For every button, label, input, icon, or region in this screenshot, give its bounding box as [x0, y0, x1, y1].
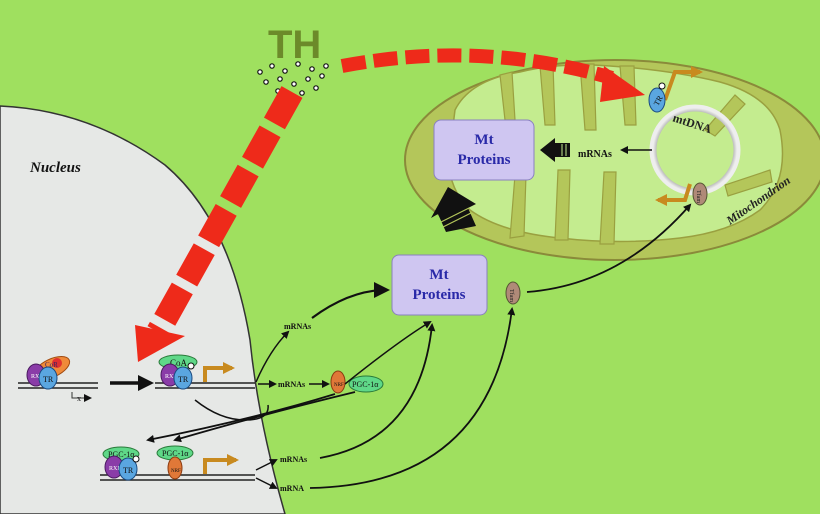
x-mark: x [77, 394, 81, 403]
pgc-cytosol: PGC-1α [348, 375, 384, 393]
nucleus-label: Nucleus [29, 160, 81, 176]
mt-proteins-box-middle: Mt Proteins [391, 254, 488, 316]
svg-text:NRF: NRF [171, 469, 181, 474]
red-arrow-th-to-nucleus [147, 86, 303, 338]
svg-text:RXR: RXR [109, 466, 121, 472]
mrnas-mito-label: mRNAs [578, 149, 612, 160]
mrnas-upper-label: mRNAs [284, 322, 311, 331]
svg-text:CoR: CoR [45, 361, 58, 369]
mrnas-row1-label: mRNAs [278, 380, 305, 389]
svg-text:PGC-1α: PGC-1α [352, 380, 379, 389]
svg-text:NRF: NRF [334, 383, 344, 388]
nrf-cytosol: NRF [330, 370, 346, 394]
arrow-tfam-to-mito [526, 203, 692, 293]
thick-arrow-import [431, 187, 476, 232]
red-arrowhead-nucleus [135, 325, 185, 362]
promoter-arrow-row2 [203, 454, 239, 474]
svg-text:Proteins: Proteins [412, 287, 465, 303]
arrow-row1-to-mrnas-upper [255, 330, 290, 383]
svg-text:Mt: Mt [429, 267, 448, 283]
active-complex-row1: CoA RXR TR [158, 354, 198, 390]
red-arrowhead-mito [600, 66, 645, 102]
th-molecules [257, 61, 329, 98]
red-arrow-th-to-mito [340, 48, 614, 85]
arrow-return-nrf [146, 393, 336, 443]
promoter-arrow-row1 [203, 362, 235, 382]
svg-text:RXR: RXR [31, 374, 43, 380]
arrow-mrna-to-tfam [309, 307, 516, 489]
svg-text:Proteins: Proteins [457, 152, 510, 168]
cristae-folds [499, 63, 773, 245]
svg-text:PGC-1α: PGC-1α [162, 449, 189, 458]
svg-text:TR: TR [123, 466, 134, 475]
th-label: TH [268, 23, 321, 67]
arrow-mrnas-lower-to-proteins [319, 323, 436, 459]
svg-text:Mt: Mt [474, 132, 493, 148]
svg-text:Tfam: Tfam [508, 289, 515, 302]
pgc-nrf-complex-row2: PGC-1α NRF [156, 445, 194, 480]
active-complex-row2: PGC-1α RXR TR [102, 446, 140, 481]
arrow-mrnas-upper-to-proteins [311, 282, 390, 319]
tfam-mito: Tfam [692, 182, 708, 206]
mito-promoter-arrow-top [663, 66, 703, 101]
loop-arrow [194, 399, 269, 421]
thick-arrow-mrnas-to-proteins [540, 138, 570, 162]
svg-text:TR: TR [43, 375, 54, 384]
repressed-complex: CoR RXR TR x [26, 356, 92, 403]
svg-text:Tfam: Tfam [695, 190, 702, 203]
mrna-lower-label: mRNA [280, 484, 304, 493]
arrow-nrf-to-proteins [344, 320, 432, 385]
mito-promoter-arrow-bottom [655, 183, 692, 206]
tfam-cytosol: Tfam [505, 281, 521, 305]
svg-text:RXR: RXR [165, 374, 177, 380]
arrow-row2-to-mrna [255, 477, 278, 489]
svg-text:CoA: CoA [170, 358, 188, 368]
mt-proteins-box-top: Mt Proteins [433, 119, 535, 181]
mrnas-lower-label: mRNAs [280, 455, 307, 464]
svg-text:TR: TR [178, 375, 189, 384]
arrow-return-pgc [173, 391, 356, 443]
svg-text:PGC-1α: PGC-1α [108, 450, 135, 459]
tr-mito: TR [648, 82, 666, 113]
arrow-row2-to-mrnas [255, 459, 278, 471]
